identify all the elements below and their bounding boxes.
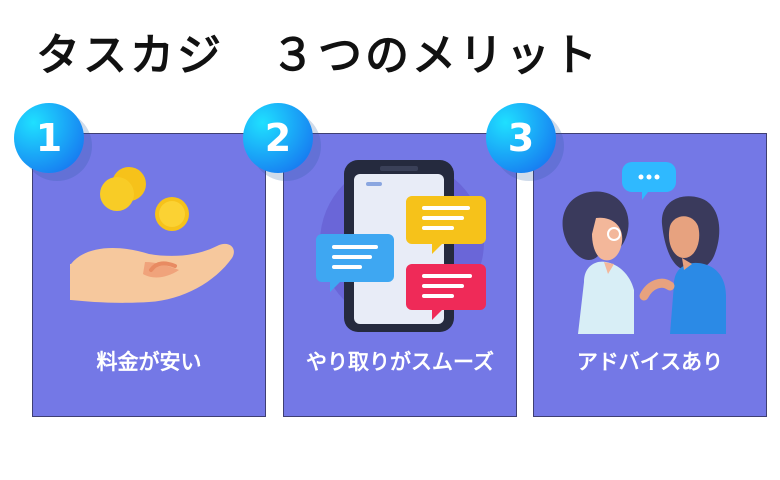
merit-label-2: やり取りがスムーズ xyxy=(306,350,494,374)
merit-number-badge-3: 3 xyxy=(486,103,556,173)
merit-number-badge-2: 2 xyxy=(243,103,313,173)
merit-label-3: アドバイスあり xyxy=(576,350,724,374)
page-title: タスカジ ３つのメリット xyxy=(36,30,600,81)
merit-card-2: やり取りがスムーズ xyxy=(283,133,517,417)
merit-card-1: 料金が安い xyxy=(32,133,266,417)
two-women-conversation-icon xyxy=(562,162,726,334)
merit-label-1: 料金が安い xyxy=(96,350,202,374)
hand-with-coins-icon xyxy=(70,167,234,303)
merit-card-3: アドバイスあり xyxy=(533,133,767,417)
smartphone-chat-bubbles-icon xyxy=(316,160,486,332)
merit-number-badge-1: 1 xyxy=(14,103,84,173)
